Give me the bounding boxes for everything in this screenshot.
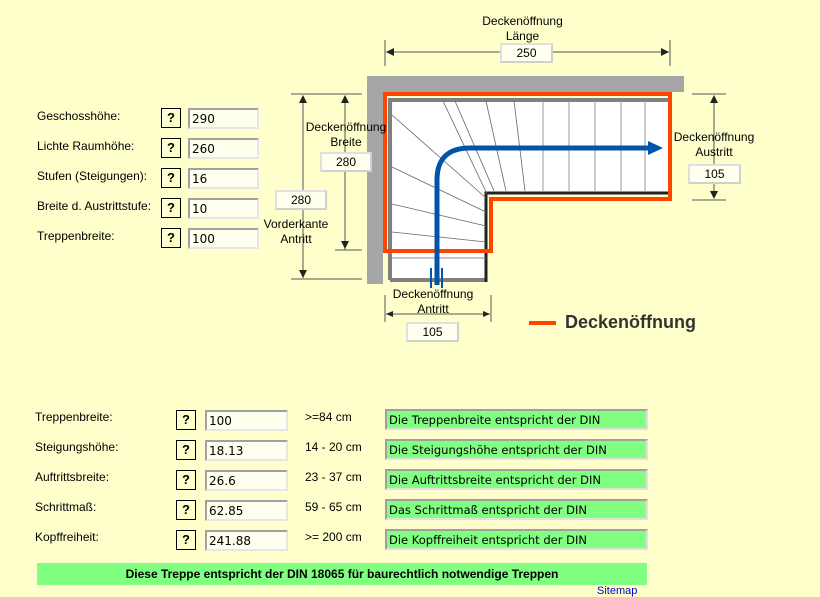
- wall-left: [367, 76, 383, 284]
- result-label: Treppenbreite:: [35, 410, 113, 424]
- vorderkante-value[interactable]: 280: [275, 190, 327, 210]
- result-status: Das Schrittmaß entspricht der DIN: [385, 499, 648, 520]
- arrow-up-icon: [341, 95, 349, 103]
- vorderkante-label-line1: Vorderkante: [263, 217, 329, 231]
- opening-outline: [383, 92, 672, 253]
- arrow-left-icon: [386, 311, 393, 317]
- treppenbreite-input[interactable]: 100: [188, 228, 259, 249]
- geschosshoehe-label: Geschosshöhe:: [37, 109, 121, 123]
- result-range: >=84 cm: [305, 410, 352, 424]
- arrow-down-icon: [299, 270, 307, 278]
- austritt-label-line1: Deckenöffnung: [673, 130, 755, 144]
- result-value[interactable]: 18.13: [205, 440, 288, 461]
- arrow-up-icon: [710, 95, 718, 103]
- wall-top: [367, 76, 684, 92]
- result-help-button[interactable]: ?: [176, 530, 196, 550]
- arrow-down-icon: [341, 241, 349, 249]
- treppenbreite-help-button[interactable]: ?: [161, 228, 181, 248]
- result-label: Schrittmaß:: [35, 500, 97, 514]
- stufen-help-button[interactable]: ?: [161, 168, 181, 188]
- stair-body: [389, 99, 670, 280]
- arrow-right-icon: [483, 311, 490, 317]
- result-range: >= 200 cm: [305, 530, 362, 544]
- antritt-value[interactable]: 105: [406, 322, 459, 342]
- result-label: Steigungshöhe:: [35, 440, 119, 454]
- result-help-button[interactable]: ?: [176, 440, 196, 460]
- antritt-label-line1: Deckenöffnung: [392, 287, 474, 301]
- breite-dimension: [291, 93, 362, 251]
- breite-label-line1: Deckenöffnung: [305, 120, 387, 134]
- sitemap-link[interactable]: Sitemap: [597, 585, 638, 597]
- legend-label: Deckenöffnung: [565, 312, 697, 332]
- result-label: Auftrittsbreite:: [35, 470, 110, 484]
- result-help-button[interactable]: ?: [176, 410, 196, 430]
- vorderkante-label-line2: Antritt: [280, 232, 312, 246]
- result-status: Die Kopffreiheit entspricht der DIN: [385, 529, 648, 550]
- result-value[interactable]: 26.6: [205, 470, 288, 491]
- result-value[interactable]: 100: [205, 410, 288, 431]
- austrittstufe-help-button[interactable]: ?: [161, 198, 181, 218]
- treads-winder: [391, 100, 526, 259]
- lichte-raumhoehe-label: Lichte Raumhöhe:: [37, 139, 135, 153]
- antritt-label: Deckenöffnung Antritt: [383, 287, 483, 317]
- breite-label-line2: Breite: [330, 135, 362, 149]
- austritt-value[interactable]: 105: [688, 164, 741, 184]
- stair-stringer: [484, 191, 670, 282]
- result-status: Die Treppenbreite entspricht der DIN: [385, 409, 648, 430]
- stufen-input[interactable]: 16: [188, 168, 259, 189]
- result-label: Kopffreiheit:: [35, 530, 99, 544]
- austritt-label-line2: Austritt: [695, 145, 733, 159]
- result-range: 59 - 65 cm: [305, 500, 362, 514]
- result-range: 23 - 37 cm: [305, 470, 362, 484]
- result-help-button[interactable]: ?: [176, 500, 196, 520]
- stufen-label: Stufen (Steigungen):: [37, 169, 148, 183]
- walking-line: [434, 145, 650, 285]
- breite-label: Deckenöffnung Breite: [296, 120, 396, 150]
- stair-outer-edge: [388, 98, 670, 280]
- result-status: Die Auftrittsbreite entspricht der DIN: [385, 469, 648, 490]
- result-value[interactable]: 241.88: [205, 530, 288, 551]
- austritt-label: Deckenöffnung Austritt: [664, 130, 764, 160]
- geschosshoehe-help-button[interactable]: ?: [161, 108, 181, 128]
- vorderkante-label: Vorderkante Antritt: [256, 217, 336, 247]
- laenge-label: Deckenöffnung Länge: [470, 14, 575, 44]
- antritt-dimension: [384, 295, 492, 322]
- result-help-button[interactable]: ?: [176, 470, 196, 490]
- walking-line-arrow-icon: [648, 141, 663, 155]
- laenge-label-line1: Deckenöffnung: [482, 14, 563, 28]
- breite-value[interactable]: 280: [320, 152, 372, 172]
- laenge-dimension: [384, 40, 671, 66]
- summary-banner: Diese Treppe entspricht der DIN 18065 fü…: [37, 563, 647, 585]
- result-status: Die Steigungshöhe entspricht der DIN: [385, 439, 648, 460]
- lichte-raumhoehe-help-button[interactable]: ?: [161, 138, 181, 158]
- geschosshoehe-input[interactable]: 290: [188, 108, 259, 129]
- arrow-left-icon: [386, 48, 394, 56]
- laenge-value[interactable]: 250: [500, 43, 553, 63]
- result-range: 14 - 20 cm: [305, 440, 362, 454]
- austrittstufe-input[interactable]: 10: [188, 198, 259, 219]
- arrow-down-icon: [710, 191, 718, 199]
- antritt-label-line2: Antritt: [417, 302, 449, 316]
- arrow-up-icon: [299, 95, 307, 103]
- austrittstufe-label: Breite d. Austrittstufe:: [37, 199, 152, 213]
- vorderkante-dimension: [291, 96, 362, 280]
- treppenbreite-label: Treppenbreite:: [37, 229, 115, 243]
- result-value[interactable]: 62.85: [205, 500, 288, 521]
- arrow-right-icon: [661, 48, 669, 56]
- laenge-label-line2: Länge: [505, 29, 540, 43]
- lichte-raumhoehe-input[interactable]: 260: [188, 138, 259, 159]
